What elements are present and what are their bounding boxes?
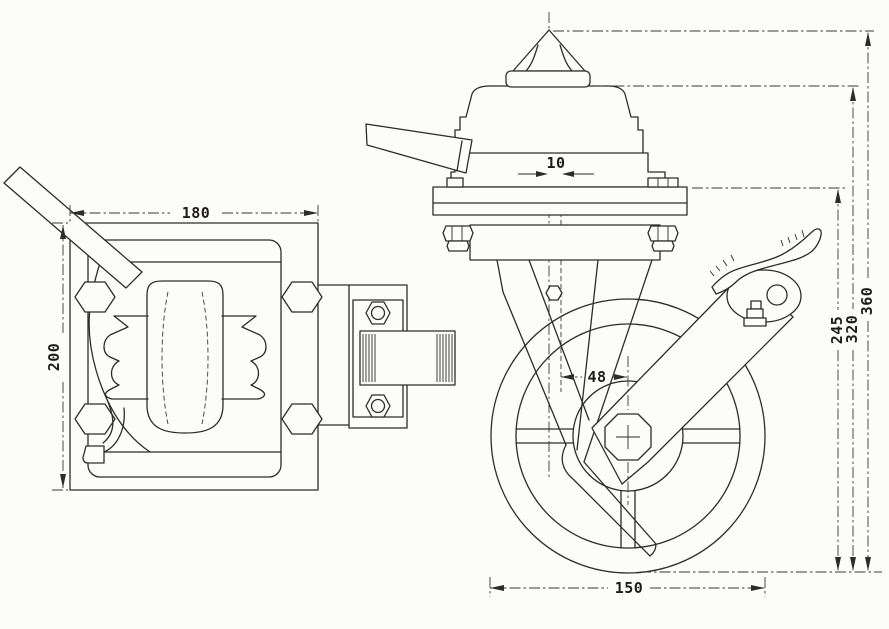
fork-leg-front-inner — [528, 259, 590, 421]
dim-180-label: 180 — [182, 204, 211, 222]
dim-axis-offset: 10 — [518, 154, 594, 177]
top-plate — [432, 186, 688, 216]
side-view: 10 48 150 245 — [365, 12, 882, 597]
brake-pedal-lever — [711, 228, 822, 295]
release-lever-top — [3, 166, 143, 289]
pedal-nut — [365, 394, 391, 418]
corner-bolt — [281, 281, 323, 313]
pedal-serrations — [709, 229, 805, 277]
brake-link-curve — [102, 401, 114, 444]
wheel-tire — [490, 298, 766, 574]
pedal-nut-washer — [370, 398, 386, 414]
dim-overall-height: 360 — [553, 30, 876, 571]
brake-adjust-bolt — [743, 300, 767, 327]
brake-link-foot — [82, 445, 105, 464]
dim-plate-depth: 200 — [45, 222, 68, 491]
pedal-tread-hatch — [436, 334, 453, 382]
fork-leg-front — [496, 259, 567, 446]
dim-360-label: 360 — [858, 287, 876, 316]
swivel-plate-outline — [87, 239, 282, 478]
wheel-rim — [515, 323, 741, 549]
dim-collar-height: 320 — [594, 85, 861, 571]
plate-locknut — [651, 240, 675, 252]
wheel-crown-line — [201, 291, 209, 425]
fork-crown-plate — [469, 224, 661, 261]
release-lever-side — [365, 123, 473, 174]
brake-link-curve — [103, 407, 125, 453]
pedal-connector — [317, 284, 350, 426]
pedal-nut-washer — [370, 305, 386, 321]
fork-bracket-right — [221, 315, 267, 400]
dim-320-label: 320 — [843, 315, 861, 344]
plate-bolt-head — [446, 177, 464, 188]
dim-plate-width: 180 — [69, 204, 319, 222]
fork-bolt — [545, 285, 563, 301]
wheel-top-profile — [146, 280, 224, 434]
wheel-crown-line — [161, 291, 169, 425]
kingpin-cone — [512, 29, 586, 72]
corner-bolt — [281, 403, 323, 435]
dim-245-label: 245 — [828, 316, 846, 345]
axle-hub — [604, 356, 652, 505]
fork-leg-rear — [576, 259, 599, 451]
fork-bracket-left — [103, 315, 149, 400]
cone-fillets — [525, 44, 573, 72]
axle-center-mark — [616, 425, 640, 449]
plate-locknut — [446, 240, 470, 252]
lever-socket-line — [456, 140, 463, 172]
brake-pivot-hole — [766, 284, 788, 306]
pedal-assembly-top — [317, 284, 456, 429]
mounting-plate-outline — [69, 222, 319, 491]
pedal-tread-hatch — [362, 334, 376, 382]
dim-fork-offset: 48 — [561, 368, 627, 386]
corner-bolt — [74, 403, 116, 435]
dim-48-label: 48 — [587, 368, 606, 386]
pedal-pad-top — [359, 330, 456, 386]
top-view: 180 200 — [3, 166, 456, 491]
fork-tip — [561, 444, 657, 557]
dim-plate-height: 245 — [692, 187, 846, 571]
kingpin-collar — [505, 70, 591, 88]
dim-200-label: 200 — [45, 343, 63, 372]
corner-bolt — [74, 281, 116, 313]
dim-wheel-diameter: 150 — [489, 577, 766, 597]
pedal-nut — [365, 301, 391, 325]
corner-bolts — [74, 281, 323, 435]
swivel-housing — [450, 85, 666, 188]
plate-nut — [442, 225, 474, 242]
dim-150-label: 150 — [615, 579, 644, 597]
plate-bolt-head — [647, 177, 679, 188]
plate-nut — [647, 225, 679, 242]
dim-10-label: 10 — [546, 154, 565, 172]
mounting-plate — [432, 177, 688, 261]
